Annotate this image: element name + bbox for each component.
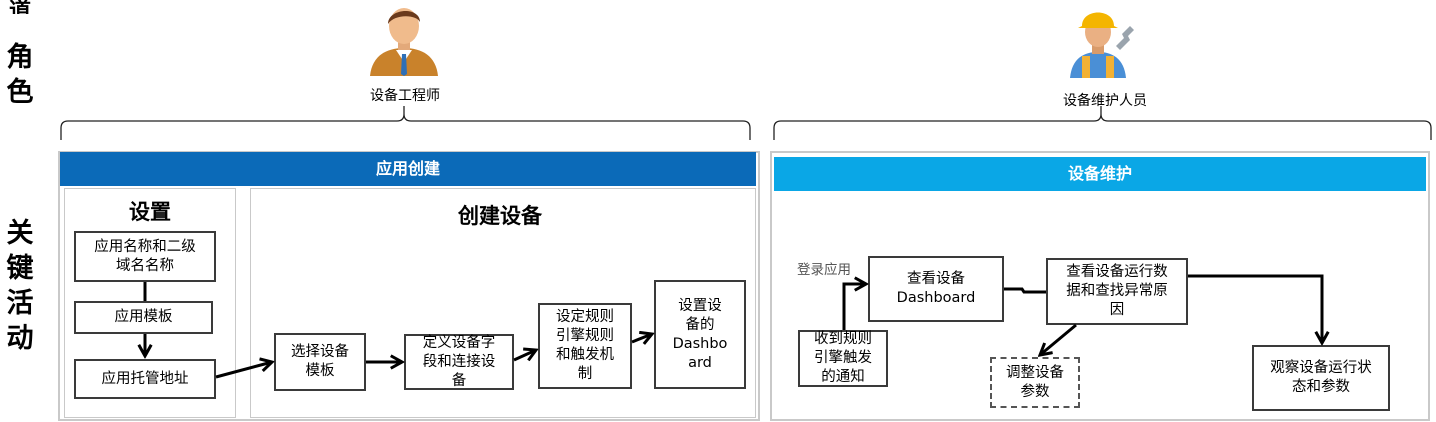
- maintenance-banner: 设备维护: [774, 157, 1426, 191]
- step-select-template: 选择设备 模板: [274, 333, 366, 391]
- login-app-label: 登录应用: [797, 262, 851, 278]
- arrow-hosting-to-select: [215, 362, 272, 379]
- engineer-avatar-icon: [370, 8, 438, 76]
- step-set-dashboard: 设置设 备的 Dashbo ard: [654, 280, 746, 389]
- step-app-template: 应用模板: [74, 301, 213, 334]
- arrow-rules-to-dashboard: [631, 334, 652, 342]
- arrow-define-to-rules: [513, 350, 536, 362]
- arrow-notify-to-dashboard: [842, 284, 866, 330]
- activities-side-label: 关 键 活 动: [6, 218, 34, 354]
- connector-dashboard-to-data: [1004, 287, 1046, 294]
- step-set-rules: 设定规则 引擎规则 和触发机 制: [538, 303, 632, 389]
- step-receive-notification: 收到规则 引擎触发 的通知: [798, 330, 888, 387]
- engineer-role-label: 设备工程师: [370, 88, 440, 104]
- step-app-name-domain: 应用名称和二级 域名名称: [74, 231, 216, 282]
- step-adjust-params: 调整设备 参数: [990, 357, 1080, 408]
- arrow-data-to-adjust: [1040, 323, 1077, 355]
- arrow-data-to-observe: [1188, 274, 1322, 343]
- step-define-fields: 定义设备字 段和连接设 备: [404, 334, 514, 390]
- roles-side-label: 角 色: [6, 42, 34, 108]
- step-observe-status: 观察设备运行状 态和参数: [1252, 345, 1390, 411]
- step-app-hosting-address: 应用托管地址: [74, 359, 216, 399]
- step-view-dashboard: 查看设备 Dashboard: [868, 256, 1004, 322]
- app-creation-banner: 应用创建: [60, 152, 756, 186]
- maintainer-role-label: 设备维护人员: [1063, 93, 1147, 109]
- side-label-fragment: 道: [8, 0, 31, 14]
- maintainer-bracket: [773, 106, 1432, 140]
- maintenance-worker-icon: [1070, 12, 1134, 78]
- engineer-bracket: [60, 106, 751, 140]
- step-view-run-data: 查看设备运行数 据和查找异常原 因: [1046, 258, 1188, 325]
- setup-title: 设置: [129, 200, 171, 224]
- create-device-title: 创建设备: [458, 204, 542, 228]
